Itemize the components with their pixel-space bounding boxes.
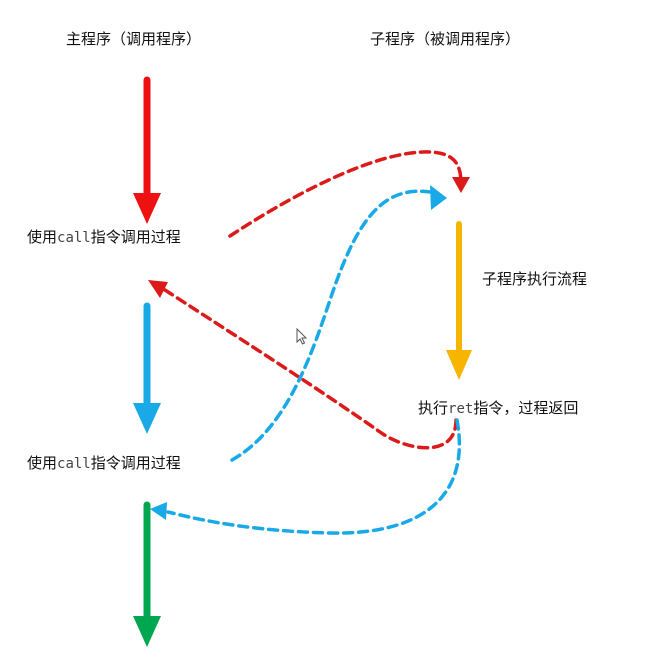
call-instruction-label-1: 使用call指令调用过程 [27,227,181,248]
sub-program-title: 子程序（被调用程序） [370,30,521,48]
main-flow-arrow-red [133,76,161,224]
ret-suffix: 指令，过程返回 [473,399,579,417]
call-1-prefix: 使用 [27,228,58,246]
return-jump-red-dashed [148,280,458,450]
call-2-code: call [57,456,91,472]
ret-instruction-label: 执行ret指令，过程返回 [418,398,578,419]
main-flow-arrow-blue [133,302,161,434]
call-instruction-label-2: 使用call指令调用过程 [27,453,181,474]
call-2-suffix: 指令调用过程 [90,454,181,472]
return-jump-blue-dashed [150,418,462,535]
sub-program-flow-label: 子程序执行流程 [482,270,588,288]
call-1-suffix: 指令调用过程 [90,228,181,246]
call-2-prefix: 使用 [27,454,58,472]
ret-code: ret [448,401,474,417]
call-1-code: call [57,230,91,246]
main-flow-arrow-green [133,501,161,647]
ret-prefix: 执行 [418,399,449,417]
call-jump-blue-dashed [230,185,447,462]
sub-flow-arrow-yellow [446,221,472,380]
main-program-title: 主程序（调用程序） [66,30,202,48]
mouse-pointer-icon [296,327,308,345]
call-jump-red-dashed [228,150,470,238]
